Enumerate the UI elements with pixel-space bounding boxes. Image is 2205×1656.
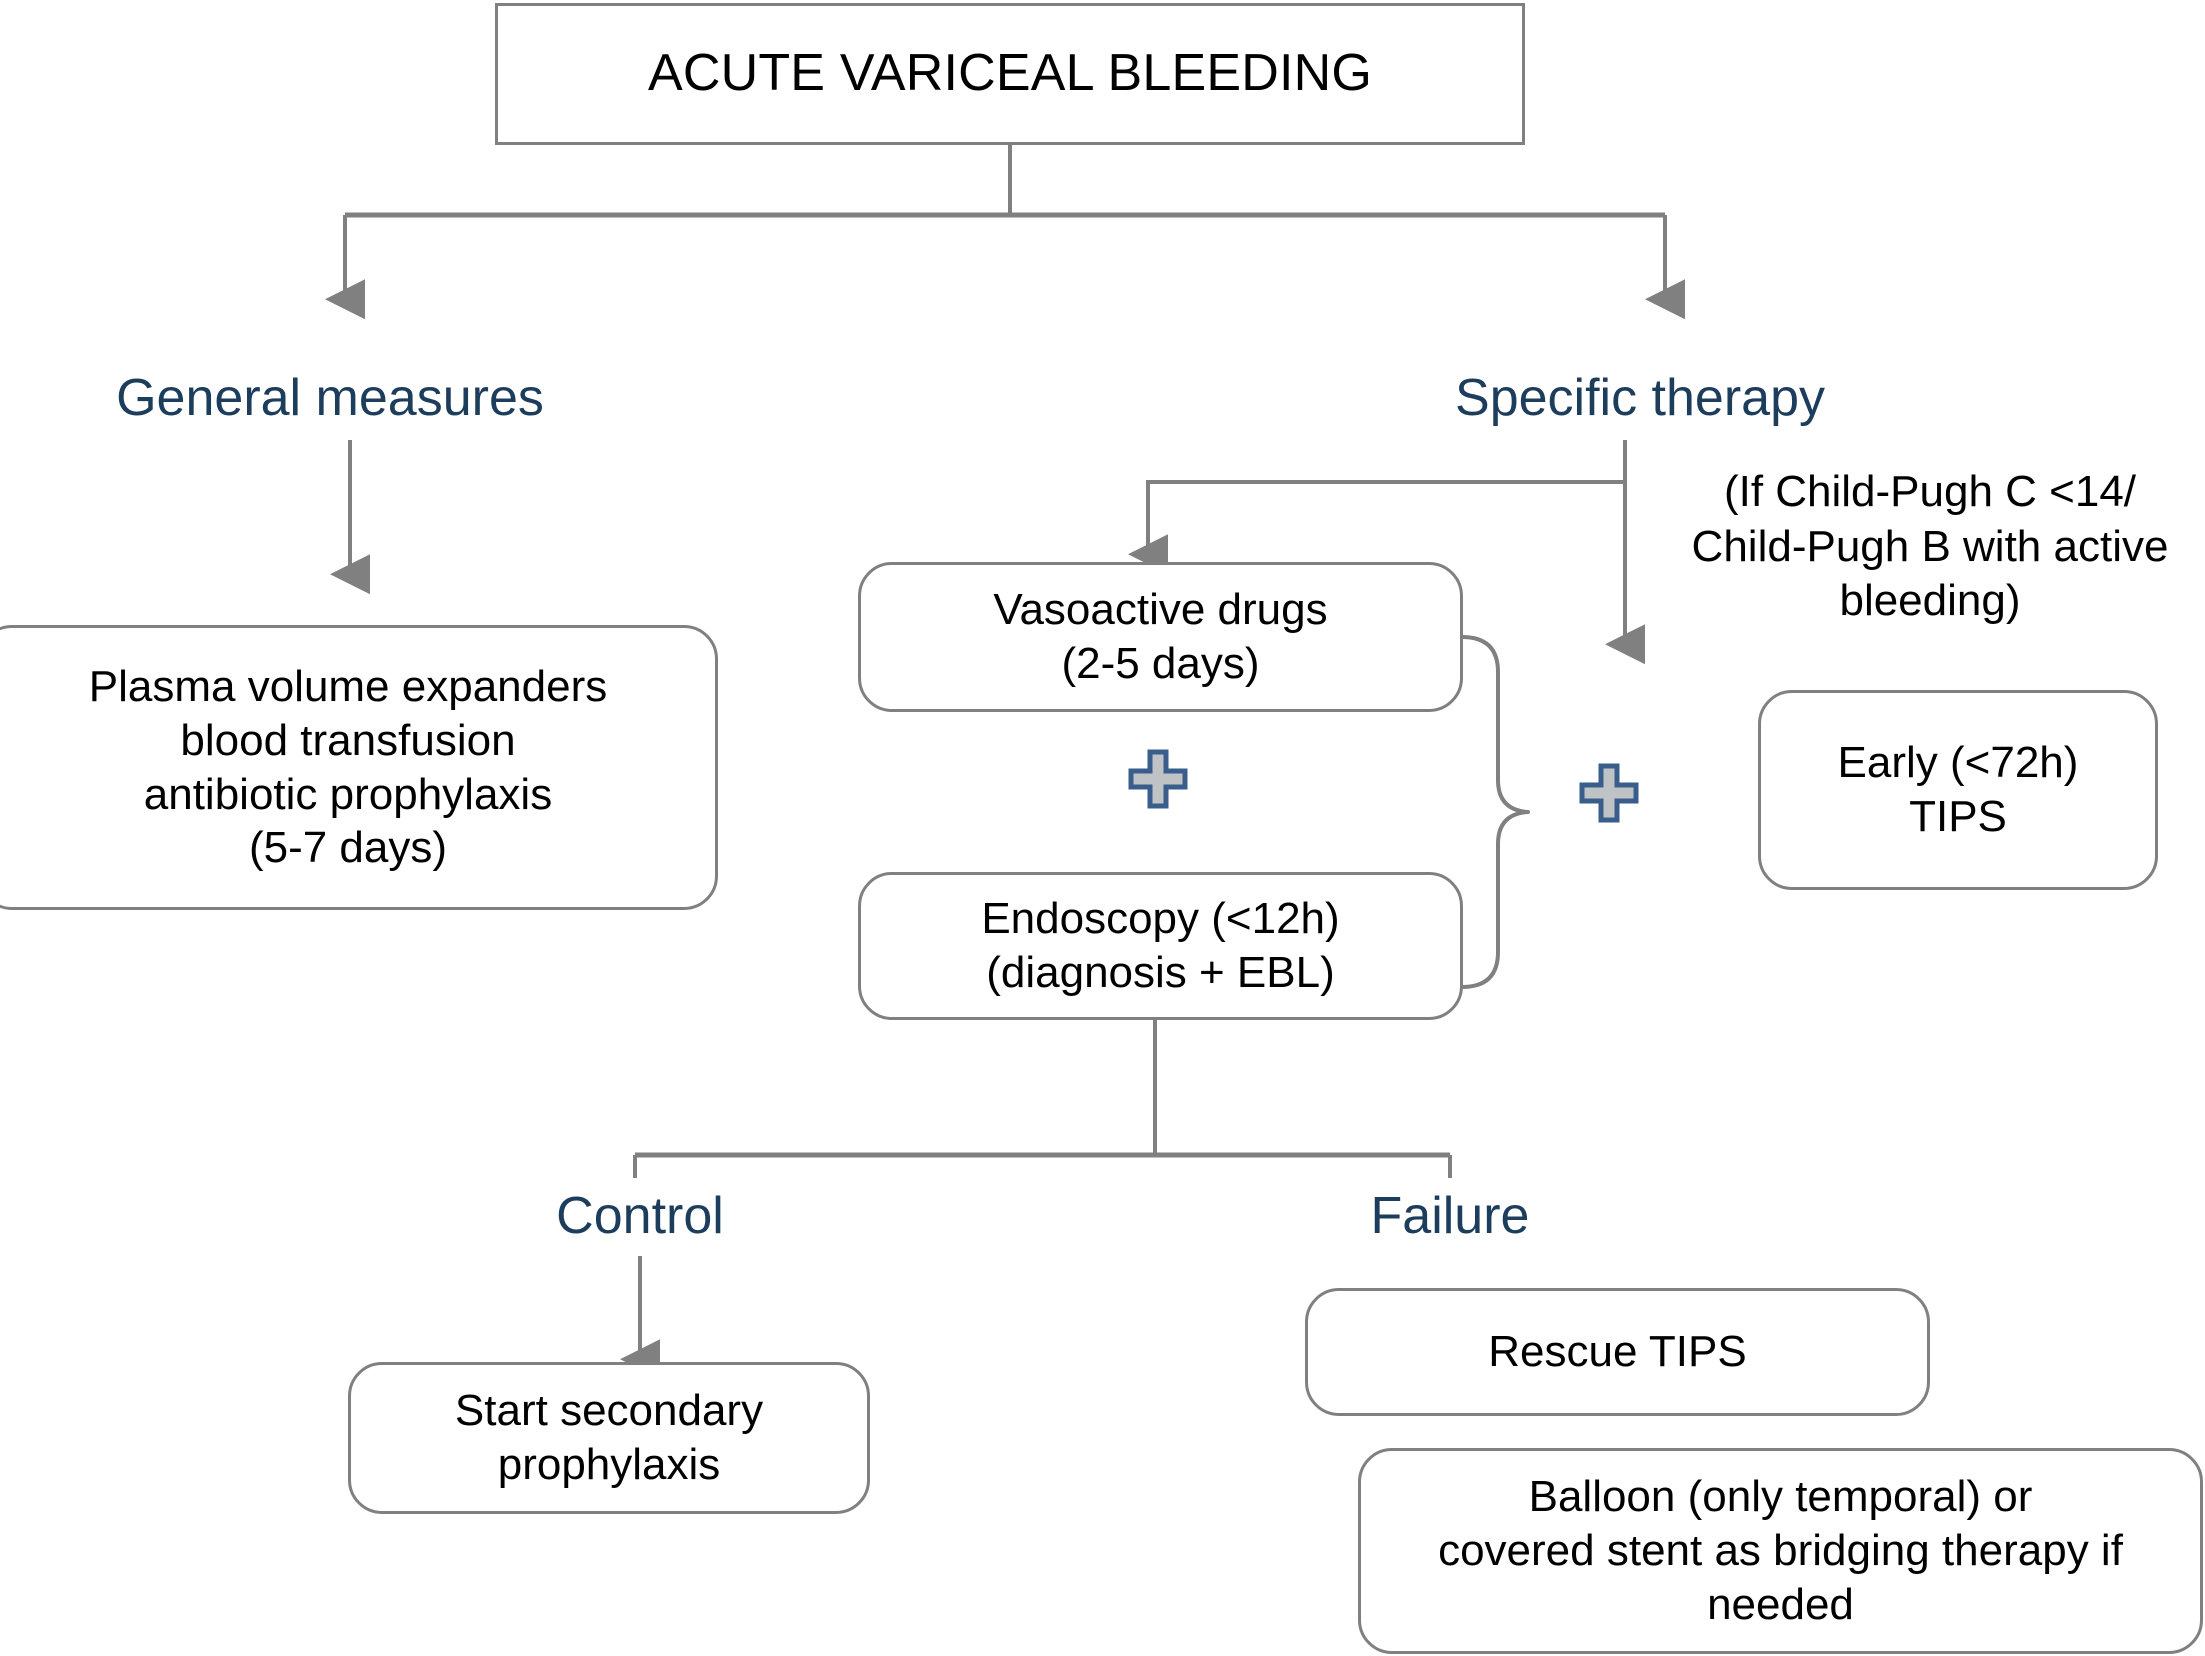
plus-icon-drugs-endoscopy xyxy=(1127,748,1189,810)
node-vasoactive-drugs[interactable]: Vasoactive drugs (2-5 days) xyxy=(858,562,1463,712)
node-start-secondary-prophylaxis[interactable]: Start secondary prophylaxis xyxy=(348,1362,870,1514)
node-control[interactable]: Control xyxy=(470,1178,810,1256)
edge-brace-drugs-endoscopy xyxy=(1461,635,1530,989)
node-balloon-covered-stent[interactable]: Balloon (only temporal) or covered stent… xyxy=(1358,1448,2203,1654)
node-child-pugh-note: (If Child-Pugh C <14/ Child-Pugh B with … xyxy=(1655,462,2205,632)
plus-icon-specific-early-tips xyxy=(1578,762,1640,824)
node-rescue-tips[interactable]: Rescue TIPS xyxy=(1305,1288,1930,1416)
node-specific-therapy[interactable]: Specific therapy xyxy=(1420,360,1860,438)
node-early-tips[interactable]: Early (<72h) TIPS xyxy=(1758,690,2158,890)
node-acute-variceal-bleeding[interactable]: ACUTE VARICEAL BLEEDING xyxy=(495,3,1525,145)
node-endoscopy[interactable]: Endoscopy (<12h) (diagnosis + EBL) xyxy=(858,872,1463,1020)
node-general-measures[interactable]: General measures xyxy=(90,360,570,438)
node-plasma-volume-expanders[interactable]: Plasma volume expanders blood transfusio… xyxy=(0,625,718,910)
edge-specific-to-vasoactive xyxy=(1128,480,1625,575)
node-failure[interactable]: Failure xyxy=(1290,1178,1610,1256)
